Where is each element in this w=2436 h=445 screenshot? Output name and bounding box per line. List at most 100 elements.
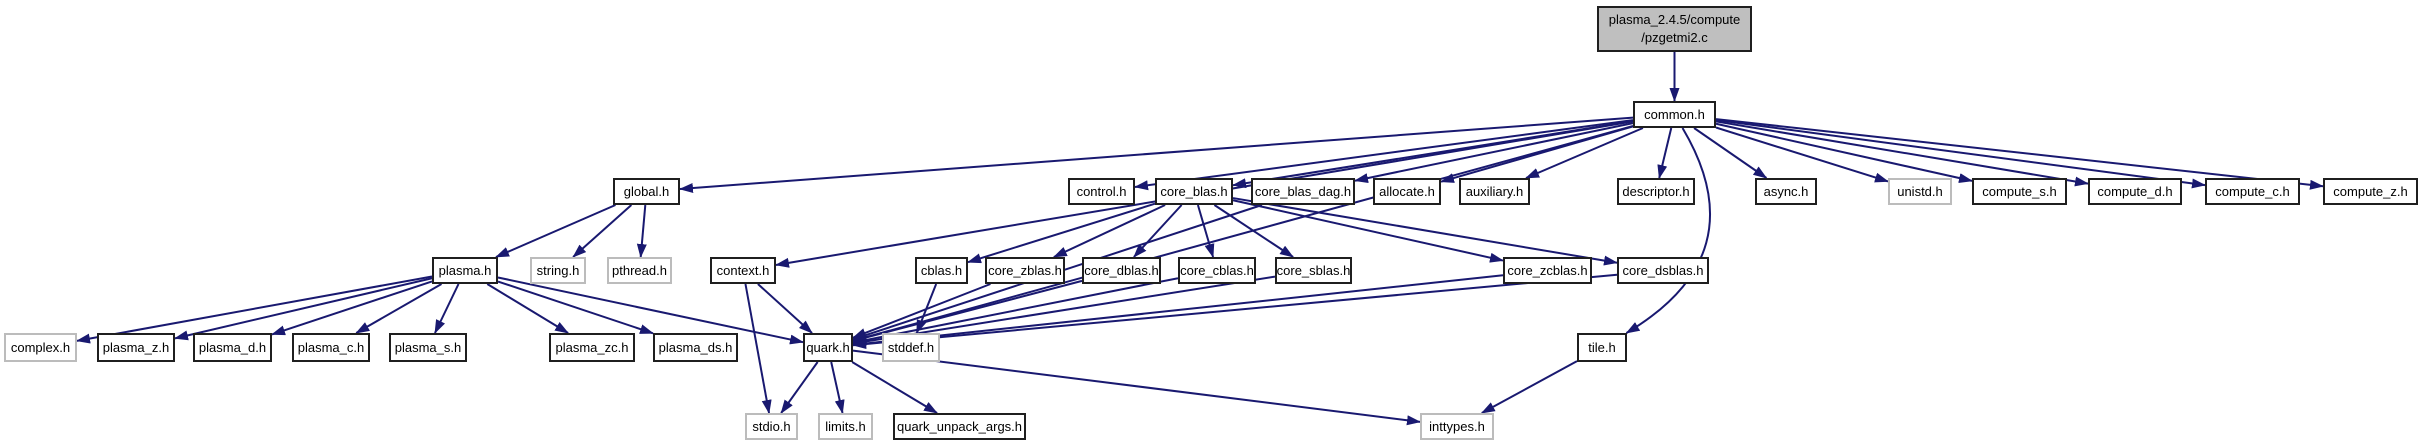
node-label: plasma_d.h xyxy=(198,339,267,355)
node-label: core_dsblas.h xyxy=(1622,262,1704,278)
node-label: unistd.h xyxy=(1897,183,1943,199)
node-pzgetmi2-c[interactable]: plasma_2.4.5/compute /pzgetmi2.c xyxy=(1597,6,1752,52)
node-plasma-z-h[interactable]: plasma_z.h xyxy=(97,333,175,362)
edge-plasma_h-to-plasma_z_h xyxy=(174,277,433,341)
edge-core_blas_h-to-core_zcblas_h xyxy=(1232,199,1504,263)
node-label: common.h xyxy=(1644,106,1705,122)
edge-common_h-to-core_blas_dag_h xyxy=(1354,122,1634,183)
edge-global_h-to-pthread_h xyxy=(636,204,647,258)
node-core-zcblas-h[interactable]: core_zcblas.h xyxy=(1503,257,1592,284)
node-label: context.h xyxy=(716,262,770,278)
edge-core_blas_h-to-core_zblas_h xyxy=(1052,204,1166,258)
node-label: cblas.h xyxy=(920,262,963,278)
node-complex-h: complex.h xyxy=(4,333,77,362)
edge-core_sblas_h-to-quark_h xyxy=(852,275,1276,347)
edge-global_h-to-plasma_h xyxy=(495,204,616,258)
node-allocate-h[interactable]: allocate.h xyxy=(1373,178,1441,205)
node-label: plasma_s.h xyxy=(394,339,462,355)
edge-core_blas_h-to-core_sblas_h xyxy=(1213,204,1294,258)
node-string-h: string.h xyxy=(530,257,586,284)
node-plasma-h[interactable]: plasma.h xyxy=(432,257,498,284)
edge-plasma_h-to-complex_h xyxy=(76,275,433,344)
edge-common_h-to-control_h xyxy=(1134,119,1634,191)
edge-plasma_h-to-plasma_zc_h xyxy=(486,283,569,334)
edge-core_blas_h-to-core_cblas_h xyxy=(1196,204,1215,258)
edge-core_blas_h-to-cblas_h xyxy=(967,202,1156,264)
node-core-dblas-h[interactable]: core_dblas.h xyxy=(1082,257,1161,284)
edge-common_h-to-unistd_h xyxy=(1715,126,1889,183)
node-label: limits.h xyxy=(825,418,866,434)
node-plasma-c-h[interactable]: plasma_c.h xyxy=(292,333,370,362)
node-core-blas-h[interactable]: core_blas.h xyxy=(1155,178,1233,205)
node-core-cblas-h[interactable]: core_cblas.h xyxy=(1178,257,1256,284)
node-label: pthread.h xyxy=(612,262,667,278)
node-label: plasma.h xyxy=(438,262,492,278)
edge-core_blas_h-to-core_dsblas_h xyxy=(1232,197,1618,266)
node-cblas-h[interactable]: cblas.h xyxy=(915,257,968,284)
node-compute-z-h[interactable]: compute_z.h xyxy=(2323,178,2418,205)
edge-common_h-to-global_h xyxy=(679,116,1634,194)
node-common-h[interactable]: common.h xyxy=(1633,101,1716,128)
node-label: core_dblas.h xyxy=(1084,262,1159,278)
node-plasma-s-h[interactable]: plasma_s.h xyxy=(389,333,467,362)
node-global-h[interactable]: global.h xyxy=(613,178,680,205)
edge-quark_h-to-stdio_h xyxy=(780,361,819,414)
node-compute-c-h[interactable]: compute_c.h xyxy=(2205,178,2300,205)
node-core-dsblas-h[interactable]: core_dsblas.h xyxy=(1617,257,1709,284)
node-core-zblas-h[interactable]: core_zblas.h xyxy=(985,257,1065,284)
node-label: descriptor.h xyxy=(1622,183,1690,199)
node-label: core_zcblas.h xyxy=(1507,262,1588,278)
node-unistd-h: unistd.h xyxy=(1888,178,1952,205)
node-auxiliary-h[interactable]: auxiliary.h xyxy=(1459,178,1530,205)
node-label: plasma_c.h xyxy=(297,339,365,355)
edge-common_h-to-async_h xyxy=(1693,127,1768,179)
edge-common_h-to-compute_s_h xyxy=(1715,122,1973,183)
node-label: compute_z.h xyxy=(2333,183,2408,199)
node-label: stddef.h xyxy=(887,339,935,355)
node-plasma-zc-h[interactable]: plasma_zc.h xyxy=(549,333,635,362)
edge-common_h-to-compute_z_h xyxy=(1715,118,2324,190)
node-label: core_blas_dag.h xyxy=(1254,183,1352,199)
node-control-h[interactable]: control.h xyxy=(1068,178,1135,205)
node-context-h[interactable]: context.h xyxy=(710,257,776,284)
node-stddef-h: stddef.h xyxy=(882,333,940,362)
node-tile-h[interactable]: tile.h xyxy=(1577,333,1627,362)
edge-global_h-to-string_h xyxy=(572,204,633,258)
node-label: string.h xyxy=(536,262,580,278)
node-label: compute_d.h xyxy=(2097,183,2173,199)
node-inttypes-h: inttypes.h xyxy=(1420,413,1494,440)
node-label: plasma_z.h xyxy=(102,339,170,355)
edge-quark_h-to-limits_h xyxy=(830,361,845,414)
node-stdio-h: stdio.h xyxy=(745,413,798,440)
node-core-sblas-h[interactable]: core_sblas.h xyxy=(1275,257,1352,284)
node-compute-d-h[interactable]: compute_d.h xyxy=(2088,178,2182,205)
edge-tile_h-to-inttypes_h xyxy=(1480,360,1578,414)
node-label: compute_s.h xyxy=(1982,183,2057,199)
node-label: plasma_zc.h xyxy=(555,339,629,355)
node-label: async.h xyxy=(1763,183,1809,199)
node-plasma-d-h[interactable]: plasma_d.h xyxy=(193,333,272,362)
node-compute-s-h[interactable]: compute_s.h xyxy=(1972,178,2067,205)
node-label: compute_c.h xyxy=(2215,183,2290,199)
node-descriptor-h[interactable]: descriptor.h xyxy=(1617,178,1695,205)
edge-context_h-to-stdio_h xyxy=(744,283,772,414)
node-plasma-ds-h[interactable]: plasma_ds.h xyxy=(653,333,738,362)
edge-core_dsblas_h-to-quark_h xyxy=(852,273,1618,349)
edge-core_zblas_h-to-quark_h xyxy=(852,283,991,339)
node-label: control.h xyxy=(1076,183,1127,199)
edge-plasma_h-to-plasma_d_h xyxy=(271,280,433,336)
node-limits-h: limits.h xyxy=(818,413,873,440)
edge-context_h-to-quark_h xyxy=(757,283,813,334)
edge-plasma_h-to-plasma_s_h xyxy=(434,283,460,334)
node-async-h[interactable]: async.h xyxy=(1755,178,1817,205)
node-quark-h[interactable]: quark.h xyxy=(803,333,853,362)
node-label: inttypes.h xyxy=(1429,418,1485,434)
node-label: core_zblas.h xyxy=(988,262,1062,278)
node-core-blas-dag-h[interactable]: core_blas_dag.h xyxy=(1251,178,1355,205)
edge-common_h-to-compute_d_h xyxy=(1715,120,2089,187)
edge-common_h-to-auxiliary_h xyxy=(1525,127,1644,179)
node-quark-unpack-args-h[interactable]: quark_unpack_args.h xyxy=(893,413,1026,440)
edge-quark_h-to-quark_unpack_args_h xyxy=(851,361,938,414)
node-label: plasma_2.4.5/compute /pzgetmi2.c xyxy=(1608,12,1741,45)
